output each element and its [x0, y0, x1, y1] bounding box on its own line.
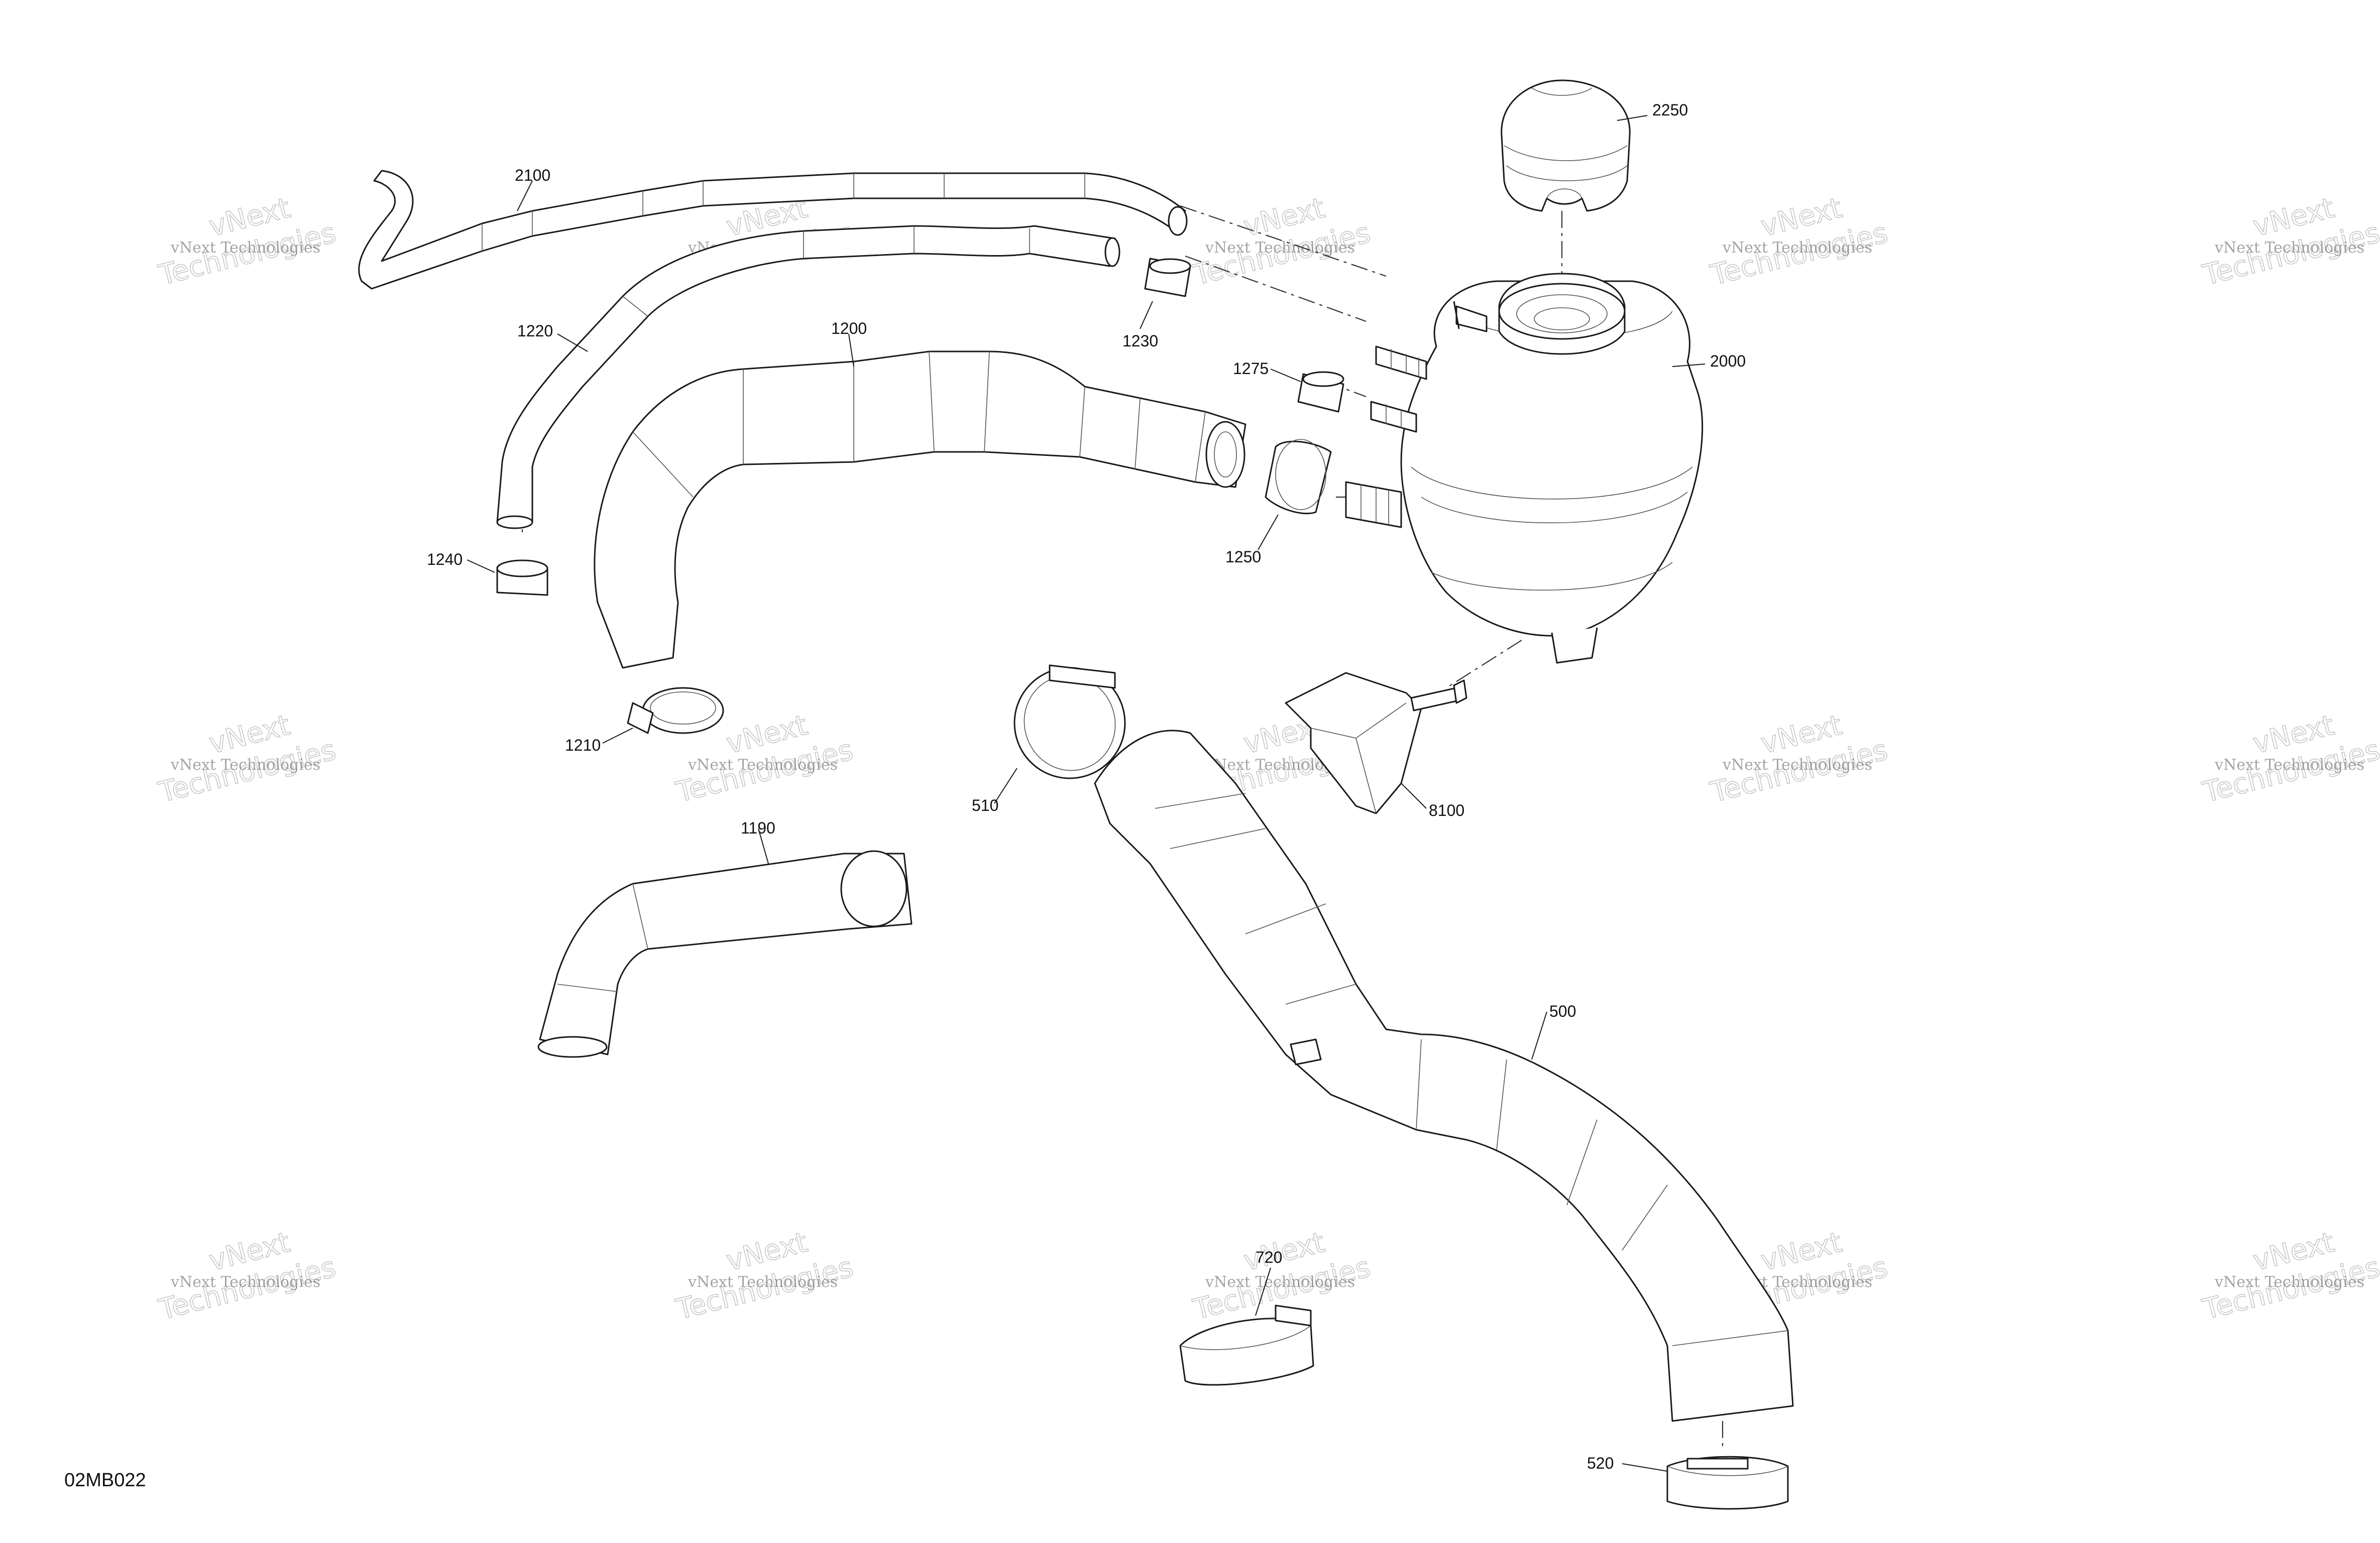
svg-text:vNext Technologies: vNext Technologies	[1205, 239, 1355, 257]
tank-nipple	[1345, 481, 1402, 528]
watermark: vNext Technologies vNext Technologies	[155, 1226, 339, 1327]
drawing-code: 02MB022	[64, 1470, 146, 1491]
clamp-720	[1179, 1304, 1314, 1386]
callout-1210: 1210	[565, 736, 601, 754]
hose-1220	[496, 225, 1120, 529]
callout-720: 720	[1256, 1248, 1282, 1266]
callout-1250: 1250	[1225, 548, 1261, 566]
callout-510: 510	[972, 796, 998, 814]
clamp-1250	[1265, 439, 1332, 515]
svg-text:vNext Technologies: vNext Technologies	[170, 1273, 320, 1291]
svg-text:vNext Technologies: vNext Technologies	[688, 1273, 838, 1291]
svg-text:vNext Technologies: vNext Technologies	[688, 756, 838, 774]
clamp-1210	[627, 687, 724, 734]
callout-8100: 8100	[1429, 801, 1464, 819]
callout-labels: 2250 2100 1230 1220 1200 1275 2000 1240 …	[427, 101, 1746, 1472]
callout-2100: 2100	[515, 166, 550, 184]
svg-text:vNext Technologies: vNext Technologies	[2214, 239, 2364, 257]
callout-2000: 2000	[1710, 352, 1746, 370]
watermark: vNext Technologies vNext Technologies	[2199, 1226, 2380, 1327]
watermark: vNext Technologies vNext Technologies	[672, 1226, 856, 1327]
clamp-1275	[1297, 371, 1344, 413]
tank-nipple	[1453, 301, 1488, 332]
svg-text:vNext Technologies: vNext Technologies	[1722, 239, 1872, 257]
clamp-510	[1013, 664, 1126, 779]
tank-nipple	[1370, 401, 1417, 433]
leader-lines	[467, 115, 1706, 1472]
watermark-layer: vNext Technologies vNext Technologies vN…	[155, 191, 2380, 1327]
watermark: vNext Technologies vNext Technologies	[1707, 191, 1891, 292]
svg-text:vNext Technologies: vNext Technologies	[170, 756, 320, 774]
callout-1190: 1190	[741, 819, 775, 837]
callout-1230: 1230	[1122, 332, 1158, 350]
hose-1190	[537, 850, 913, 1058]
callout-520: 520	[1587, 1454, 1614, 1472]
callout-1275: 1275	[1233, 360, 1269, 378]
callout-1200: 1200	[831, 319, 867, 337]
callout-500: 500	[1549, 1002, 1576, 1020]
clamp-1240	[496, 559, 548, 596]
hose-2100	[358, 170, 1188, 290]
watermark: vNext Technologies vNext Technologies	[2199, 708, 2380, 809]
callout-1220: 1220	[517, 322, 553, 340]
svg-text:vNext Technologies: vNext Technologies	[1722, 756, 1872, 774]
tank-nipple	[1375, 345, 1427, 380]
svg-text:vNext Technologies: vNext Technologies	[1205, 1273, 1355, 1291]
callout-2250: 2250	[1652, 101, 1688, 119]
watermark: vNext Technologies vNext Technologies	[155, 708, 339, 809]
bracket-8100	[1285, 672, 1467, 814]
watermark: vNext Technologies vNext Technologies	[2199, 191, 2380, 292]
watermark: vNext Technologies vNext Technologies	[1707, 708, 1891, 809]
svg-text:vNext Technologies: vNext Technologies	[2214, 1273, 2364, 1291]
svg-text:vNext Technologies: vNext Technologies	[170, 239, 320, 257]
svg-text:vNext Technologies: vNext Technologies	[2214, 756, 2364, 774]
expansion-tank-2000	[1345, 273, 1704, 664]
hose-500	[1094, 730, 1794, 1422]
cap-2250	[1501, 79, 1631, 212]
clamp-1230	[1144, 258, 1191, 297]
watermark: vNext Technologies vNext Technologies	[155, 191, 339, 292]
clamp-520	[1666, 1456, 1789, 1510]
hose-1200	[594, 350, 1246, 669]
callout-1240: 1240	[427, 550, 463, 568]
